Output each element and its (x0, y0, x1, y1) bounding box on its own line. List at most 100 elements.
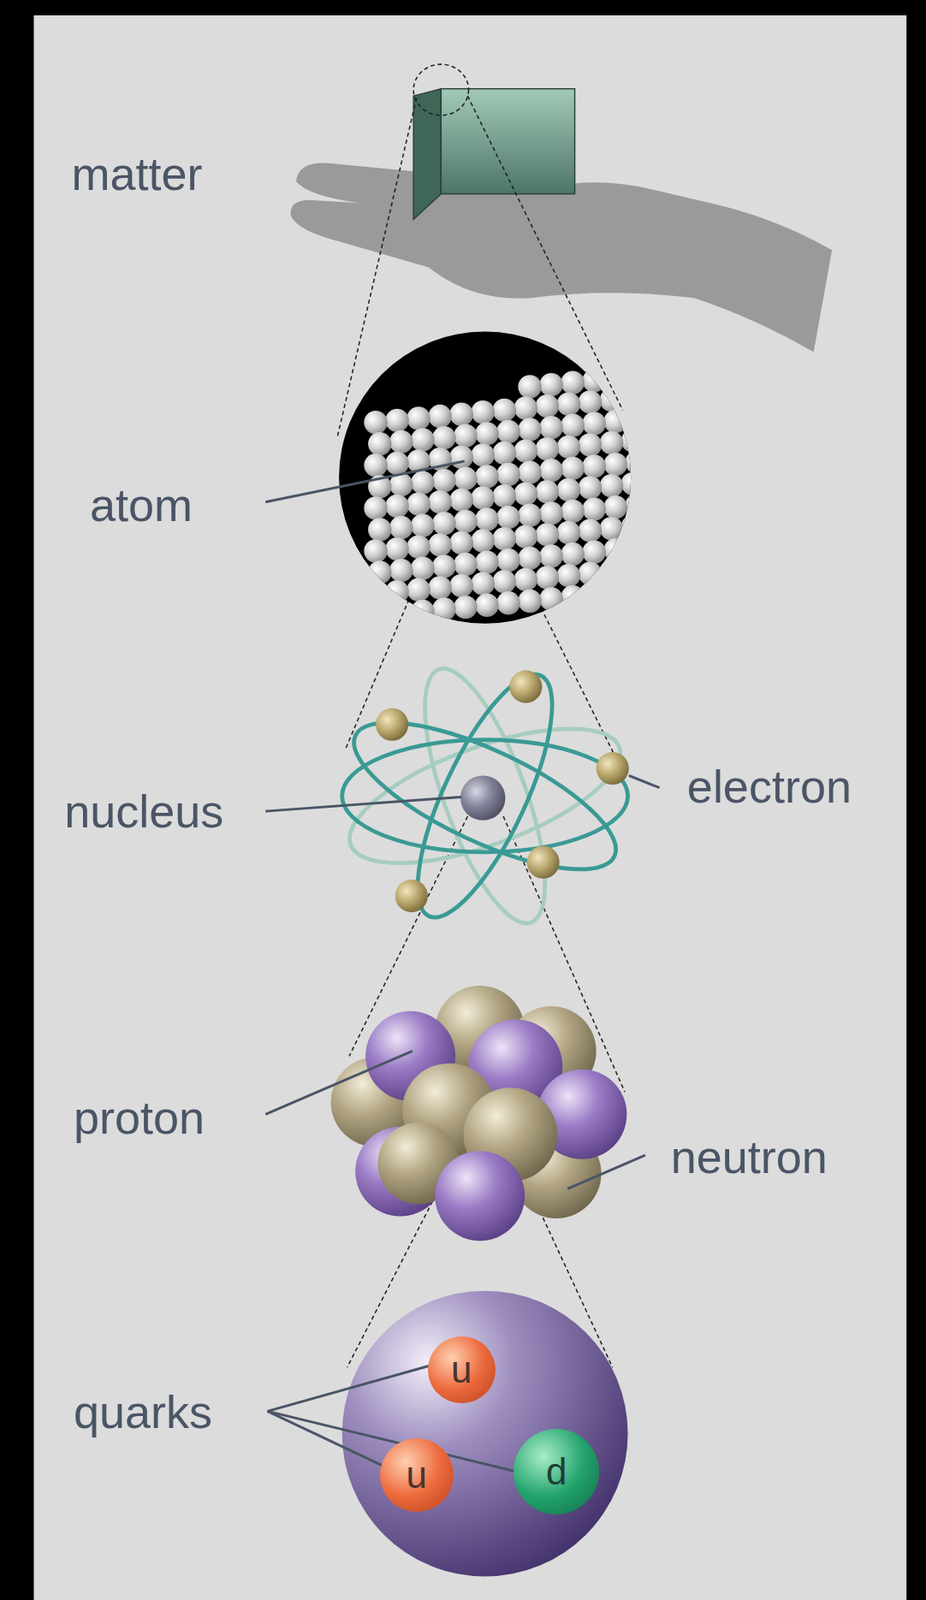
atom-ball (517, 589, 541, 613)
atom-ball (642, 512, 666, 536)
atom-ball (578, 433, 602, 457)
electron-spheres (375, 670, 630, 914)
atom-ball (406, 492, 430, 516)
atom-ball (539, 373, 563, 397)
atom-ball (449, 531, 473, 555)
atom-ball (449, 574, 473, 598)
atom-ball (621, 557, 645, 582)
atom-ball (492, 569, 517, 594)
atom-ball (647, 534, 671, 558)
atom-ball (604, 452, 628, 476)
atom-ball (582, 540, 606, 564)
atom-ball (406, 406, 430, 430)
part-label: atom (89, 478, 193, 532)
atom-ball (604, 409, 628, 434)
atom-ball (560, 585, 584, 609)
atom-ball (410, 557, 434, 581)
atom-ball (410, 599, 434, 624)
part-label: nucleus (64, 784, 224, 838)
part-label-text: matter (71, 148, 203, 200)
atom-ball (578, 475, 602, 499)
atom-ball (496, 420, 520, 444)
quark-circle: d (513, 1429, 600, 1515)
leader-lines (265, 461, 659, 1473)
atom-ball (642, 469, 666, 493)
atom-ball (385, 537, 409, 561)
atom-ball (621, 515, 645, 539)
atom-ball (535, 480, 559, 504)
atom-ball (642, 427, 666, 451)
atom-ball (432, 426, 456, 450)
atom-ball (560, 371, 584, 395)
atom-ball (647, 448, 671, 472)
atom-ball (363, 453, 387, 477)
atom-ball (406, 535, 430, 559)
atom-ball (474, 507, 499, 531)
atom-ball (496, 591, 520, 615)
atom-ball (474, 593, 499, 617)
atom-ball (539, 415, 563, 440)
atom-ball (471, 528, 495, 553)
atom-ball (621, 428, 645, 452)
atom-ball (647, 576, 671, 600)
atom-ball (514, 525, 538, 549)
atom-ball (621, 385, 645, 410)
atom-ball (432, 468, 456, 493)
nucleus-sphere (460, 775, 505, 820)
atom-ball (578, 518, 602, 542)
atom-ball (517, 460, 541, 484)
atom-ball (535, 522, 559, 547)
cube-side (413, 89, 441, 220)
quark-letter: d (546, 1453, 567, 1491)
quark-letter: u (405, 1456, 427, 1495)
atom-ball (363, 539, 387, 563)
atom-ball (427, 533, 452, 557)
atom-ball (363, 581, 387, 606)
atom-ball (427, 404, 452, 428)
atom-ball (453, 595, 477, 619)
atom-ball (539, 458, 563, 482)
atom-ball (496, 505, 520, 529)
atom-ball (427, 490, 452, 514)
atom-ball (625, 579, 649, 603)
part-label: neutron (670, 1130, 828, 1184)
atom-ball (406, 578, 430, 602)
quark-circle: u (379, 1438, 454, 1513)
atom-ball (385, 409, 409, 433)
atom-ball (647, 405, 671, 429)
atom-ball (474, 550, 499, 574)
atom-ball (514, 482, 538, 506)
atom-ball (474, 464, 499, 488)
atom-ball (471, 571, 495, 595)
proton-sphere (342, 1291, 629, 1578)
atom-ball (578, 390, 602, 414)
atom-ball (539, 544, 563, 568)
atom-ball (557, 478, 581, 502)
atom-ball (496, 463, 520, 487)
atom-ball (432, 597, 456, 621)
atom-ball (599, 474, 624, 498)
atom-ball (474, 421, 499, 446)
atom-ball (471, 443, 495, 467)
atom-ball (514, 396, 538, 420)
part-label-text: nucleus (64, 785, 224, 837)
quark-circle: u (427, 1336, 496, 1405)
part-label-text: quarks (73, 1386, 213, 1438)
atom-lattice (363, 362, 671, 628)
atom-ball (514, 439, 538, 463)
atom-ball (557, 392, 581, 416)
atom-ball (368, 560, 392, 584)
atom-ball (625, 451, 649, 475)
part-label: quarks (73, 1385, 213, 1439)
atom-ball (410, 513, 434, 537)
atom-ball (604, 538, 628, 562)
atom-ball (539, 587, 563, 611)
atom-ball (471, 486, 495, 510)
atom-ball (582, 497, 606, 521)
atom-ball (432, 511, 456, 535)
atom-ball (453, 467, 477, 491)
atom-ball (389, 601, 413, 625)
part-label-text: proton (73, 1092, 205, 1144)
atom-ball (599, 559, 624, 583)
cube-front (440, 89, 575, 195)
